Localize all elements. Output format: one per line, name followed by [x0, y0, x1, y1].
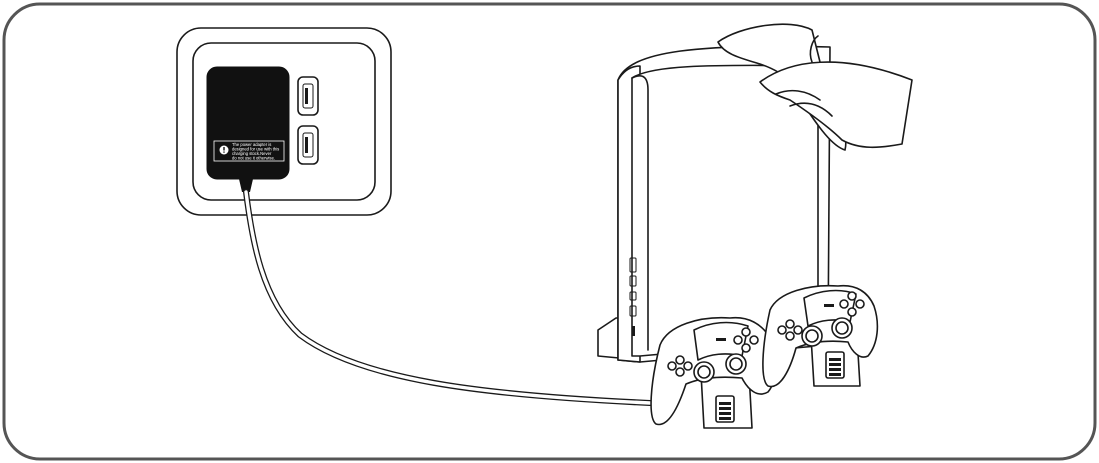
analog-stick-icon	[725, 353, 747, 375]
power-cable	[243, 189, 653, 406]
battery-icon	[825, 351, 845, 379]
power-adapter: The power adapter is designed for use wi…	[206, 66, 290, 192]
warning-label-line: charging stock.Never	[232, 151, 272, 156]
warning-label-line: The power adapter is	[232, 142, 271, 147]
face-buttons-icon	[839, 291, 865, 317]
analog-stick-icon	[831, 317, 853, 339]
warning-label-line: designed for use with this	[232, 147, 279, 152]
hand-with-cloth	[717, 23, 913, 151]
d-pad-icon	[667, 355, 693, 377]
warning-label-box	[213, 140, 285, 162]
battery-icon	[715, 395, 735, 423]
face-buttons-icon	[733, 327, 759, 353]
analog-stick-icon	[801, 325, 823, 347]
game-controller	[762, 284, 879, 388]
analog-stick-icon	[693, 361, 715, 383]
warning-label-line: do not use it otherwise.	[232, 156, 275, 161]
usb-port-icon	[297, 76, 319, 116]
d-pad-icon	[777, 319, 803, 341]
game-console	[617, 45, 831, 363]
usb-port-icon	[297, 125, 319, 165]
game-controller	[650, 316, 777, 429]
